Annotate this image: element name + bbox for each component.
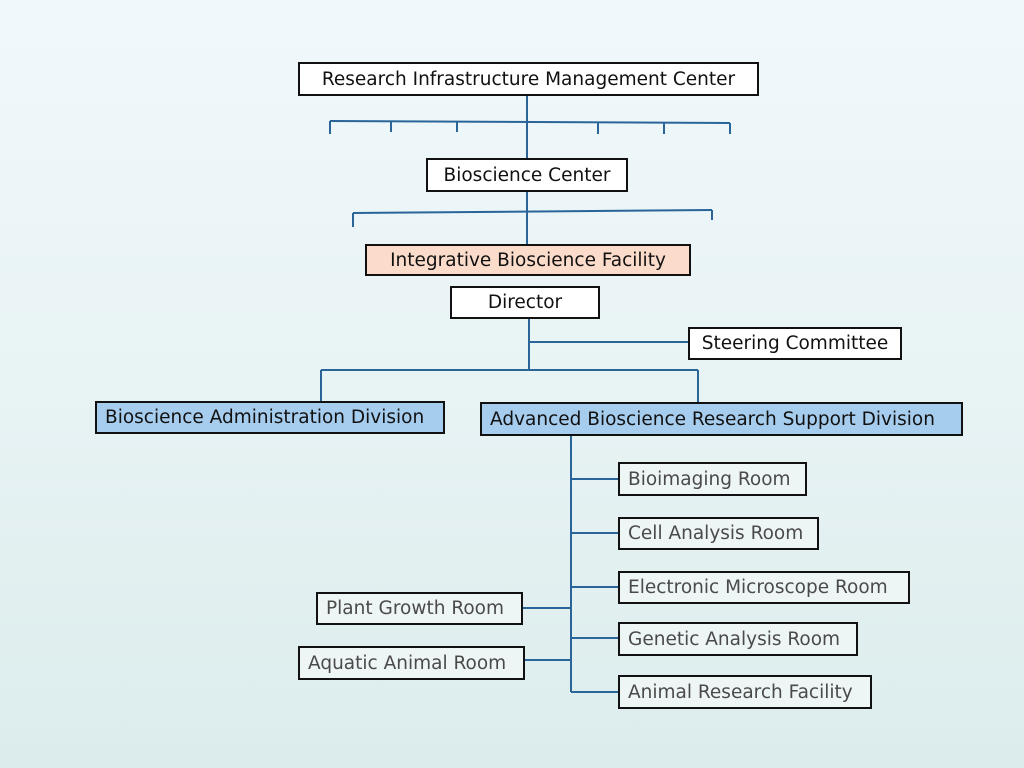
node-label: Animal Research Facility	[628, 681, 853, 703]
node-plant-growth-room: Plant Growth Room	[316, 592, 523, 625]
node-label: Advanced Bioscience Research Support Div…	[490, 408, 935, 430]
node-label: Genetic Analysis Room	[628, 628, 841, 650]
node-advanced-bioscience-research-support-division: Advanced Bioscience Research Support Div…	[480, 402, 963, 436]
connector-rimc-bracket	[329, 120, 731, 124]
node-cell-analysis-room: Cell Analysis Room	[618, 517, 819, 550]
node-label: Bioscience Center	[443, 164, 611, 186]
node-integrative-bioscience-facility: Integrative Bioscience Facility	[365, 244, 691, 276]
node-label: Bioscience Administration Division	[105, 407, 425, 428]
node-director: Director	[450, 286, 600, 319]
connector-bc-bracket	[352, 209, 713, 214]
node-label: Cell Analysis Room	[628, 523, 804, 544]
node-electronic-microscope-room: Electronic Microscope Room	[618, 571, 910, 604]
node-genetic-analysis-room: Genetic Analysis Room	[618, 622, 858, 656]
node-label: Research Infrastructure Management Cente…	[321, 68, 736, 90]
node-bioimaging-room: Bioimaging Room	[618, 462, 807, 496]
node-label: Director	[487, 292, 563, 313]
node-label: Integrative Bioscience Facility	[390, 249, 666, 271]
node-label: Aquatic Animal Room	[308, 652, 507, 674]
node-steering-committee: Steering Committee	[688, 327, 902, 360]
node-label: Plant Growth Room	[326, 598, 505, 619]
node-label: Electronic Microscope Room	[628, 577, 888, 598]
node-animal-research-facility: Animal Research Facility	[618, 675, 872, 709]
node-label: Steering Committee	[701, 333, 889, 354]
node-aquatic-animal-room: Aquatic Animal Room	[298, 646, 525, 680]
node-bioscience-center: Bioscience Center	[426, 158, 628, 192]
node-label: Bioimaging Room	[628, 468, 791, 490]
node-bioscience-administration-division: Bioscience Administration Division	[95, 401, 445, 434]
node-research-infrastructure-management-center: Research Infrastructure Management Cente…	[298, 62, 759, 96]
